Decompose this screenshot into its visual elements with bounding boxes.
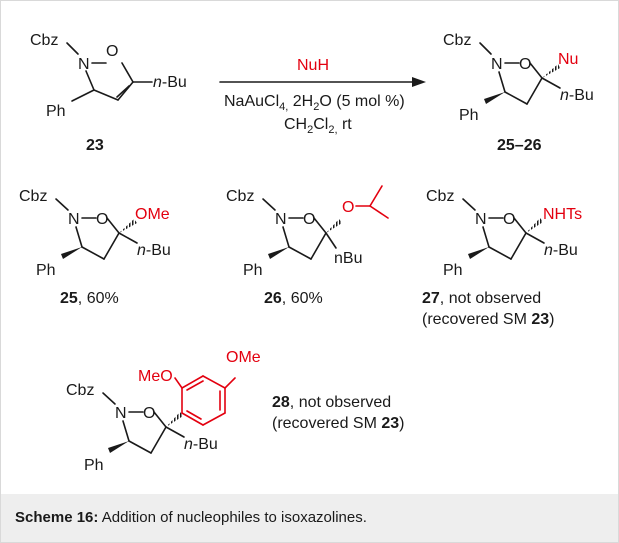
reactant-structure [66, 42, 153, 102]
caption-label: Scheme 16: [15, 509, 99, 526]
reactant-compound-number: 23 [86, 137, 104, 154]
c28-n-atom: N [115, 405, 127, 422]
c27-cbz-label: Cbz [426, 188, 454, 205]
product-nbu-label: n-Bu [560, 87, 594, 104]
reactant-o-atom: O [106, 43, 118, 60]
c27-note: (recovered SM 23) [422, 311, 555, 328]
c26-result: 26, 60% [264, 290, 323, 307]
c28-o-atom: O [143, 405, 155, 422]
c27-o-atom: O [503, 211, 515, 228]
reactant-nbu-label: n-Bu [153, 74, 187, 91]
c28-ph-label: Ph [84, 457, 104, 474]
c28-nbu-label: n-Bu [184, 436, 218, 453]
c25-ome-label: OMe [135, 206, 170, 223]
c26-nbu-label: nBu [334, 250, 362, 267]
caption-text: Addition of nucleophiles to isoxazolines… [98, 509, 367, 526]
product-n-atom: N [491, 56, 503, 73]
c26-cbz-label: Cbz [226, 188, 254, 205]
c26-o-atom: O [303, 211, 315, 228]
c27-result: 27, not observed [422, 290, 541, 307]
scheme-caption: Scheme 16: Addition of nucleophiles to i… [15, 509, 367, 526]
solvent-label: CH2Cl2, rt [284, 116, 352, 136]
c27-nhts-label: NHTs [543, 206, 582, 223]
c25-nbu-label: n-Bu [137, 242, 171, 259]
c25-ph-label: Ph [36, 262, 56, 279]
reactant-n-atom: N [78, 56, 90, 73]
product-nu-label: Nu [558, 51, 578, 68]
c27-ph-label: Ph [443, 262, 463, 279]
product-ph-label: Ph [459, 107, 479, 124]
c27-n-atom: N [475, 211, 487, 228]
c28-note: (recovered SM 23) [272, 415, 405, 432]
reaction-scheme: Cbz N O n-Bu Ph 23 NuH NaAuCl4, 2H2O (5 … [19, 32, 594, 474]
reactant-ph-label: Ph [46, 103, 66, 120]
c28-cbz-label: Cbz [66, 382, 94, 399]
nucleophile-reagent: NuH [297, 57, 329, 74]
c28-result: 28, not observed [272, 394, 391, 411]
product-structure [479, 42, 561, 105]
c27-nbu-label: n-Bu [544, 242, 578, 259]
compound-28-structure [102, 375, 236, 454]
c25-cbz-label: Cbz [19, 188, 47, 205]
product-cbz-label: Cbz [443, 32, 471, 49]
c26-n-atom: N [275, 211, 287, 228]
c25-result: 25, 60% [60, 290, 119, 307]
compound-27-structure [462, 198, 545, 260]
caption-bar: Scheme 16: Addition of nucleophiles to i… [1, 494, 618, 542]
c25-o-atom: O [96, 211, 108, 228]
compound-26-structure [262, 185, 389, 260]
catalyst-label: NaAuCl4, 2H2O (5 mol %) [224, 93, 405, 113]
product-compound-number: 25–26 [497, 137, 542, 154]
reaction-arrow [219, 77, 426, 87]
c28-meo-label: MeO [138, 368, 173, 385]
product-o-atom: O [519, 56, 531, 73]
compound-25-structure [55, 198, 138, 260]
c28-ome-label: OMe [226, 349, 261, 366]
reactant-cbz-label: Cbz [30, 32, 58, 49]
c26-isopropoxy-o: O [342, 199, 354, 216]
c25-n-atom: N [68, 211, 80, 228]
c26-ph-label: Ph [243, 262, 263, 279]
